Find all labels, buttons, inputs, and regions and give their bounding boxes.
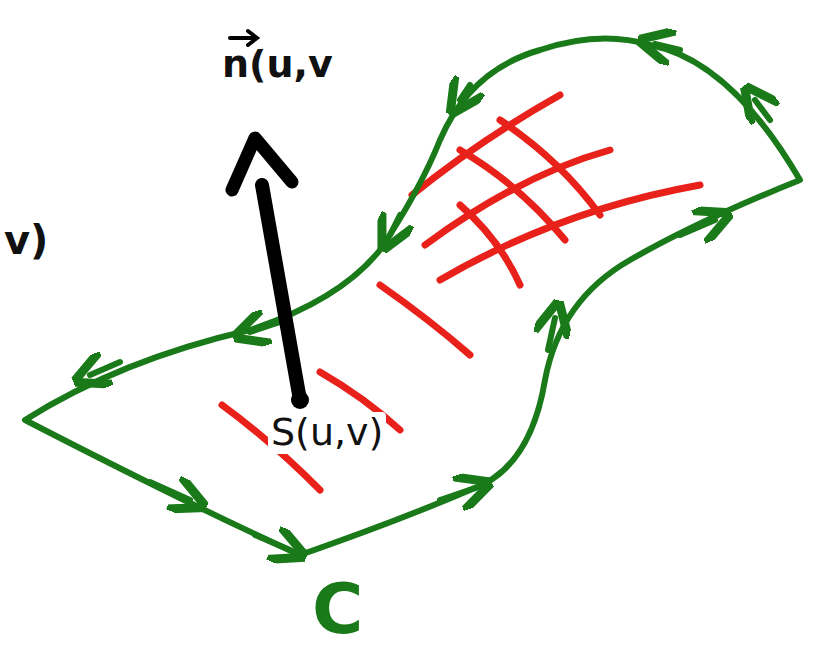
normal-arrowhead <box>232 138 292 190</box>
base-point <box>291 391 309 409</box>
orientation-arrows <box>90 44 770 550</box>
normal-vector <box>262 185 300 400</box>
boundary-curve <box>25 39 800 555</box>
vector-label: n(u,v <box>222 44 333 86</box>
curve-label: C <box>312 571 363 648</box>
grid-lines <box>222 95 700 490</box>
point-label: S(u,v) <box>268 412 386 454</box>
vector-symbol <box>230 31 257 45</box>
cut-label: v) <box>4 218 48 262</box>
